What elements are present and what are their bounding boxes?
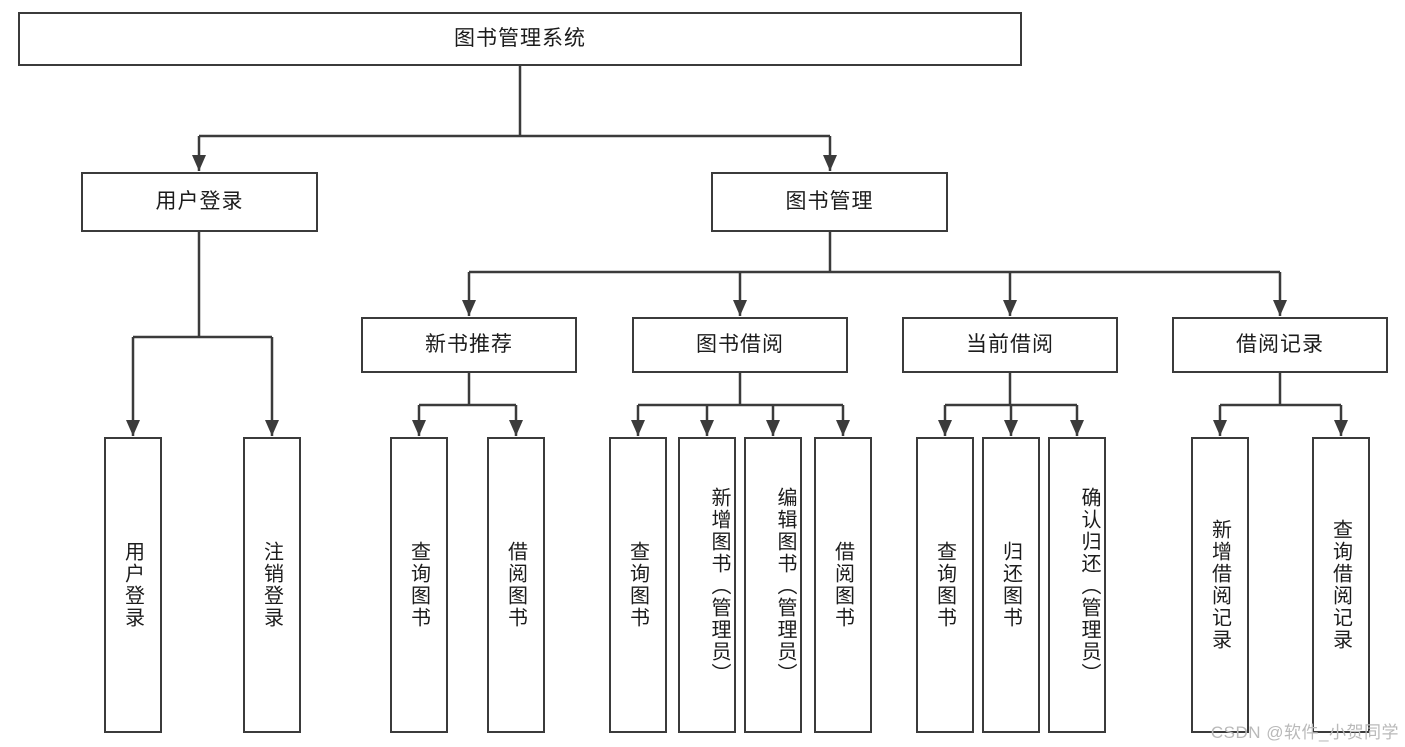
- leaf-user-login-label: 用户登录: [121, 541, 144, 629]
- leaf-logout-label: 注销登录: [260, 541, 283, 629]
- node-current-borrowing-label: 当前借阅: [966, 333, 1054, 357]
- node-new-book-recommend[interactable]: 新书推荐: [361, 317, 577, 373]
- leaf-edit-book-admin-label: 编辑图书（管理员）: [774, 487, 796, 685]
- leaf-query-borrow-record[interactable]: 查询借阅记录: [1312, 437, 1370, 733]
- leaf-user-login[interactable]: 用户登录: [104, 437, 162, 733]
- node-new-book-recommend-label: 新书推荐: [425, 333, 513, 357]
- leaf-query-book-2[interactable]: 查询图书: [609, 437, 667, 733]
- leaf-add-book-admin-label: 新增图书（管理员）: [708, 487, 730, 685]
- node-root-label: 图书管理系统: [454, 27, 586, 51]
- leaf-query-book-3[interactable]: 查询图书: [916, 437, 974, 733]
- leaf-query-book-1[interactable]: 查询图书: [390, 437, 448, 733]
- leaf-confirm-return-admin-label: 确认归还（管理员）: [1078, 487, 1100, 685]
- node-user-login[interactable]: 用户登录: [81, 172, 318, 232]
- node-book-management[interactable]: 图书管理: [711, 172, 948, 232]
- leaf-borrow-book-1[interactable]: 借阅图书: [487, 437, 545, 733]
- leaf-query-book-2-label: 查询图书: [626, 541, 649, 629]
- leaf-add-borrow-record[interactable]: 新增借阅记录: [1191, 437, 1249, 733]
- node-current-borrowing[interactable]: 当前借阅: [902, 317, 1118, 373]
- leaf-add-book-admin[interactable]: 新增图书（管理员）: [678, 437, 736, 733]
- leaf-return-book-label: 归还图书: [999, 541, 1022, 629]
- leaf-return-book[interactable]: 归还图书: [982, 437, 1040, 733]
- leaf-borrow-book-2[interactable]: 借阅图书: [814, 437, 872, 733]
- node-root[interactable]: 图书管理系统: [18, 12, 1022, 66]
- leaf-query-book-1-label: 查询图书: [407, 541, 430, 629]
- node-user-login-label: 用户登录: [155, 190, 244, 214]
- node-book-management-label: 图书管理: [785, 190, 874, 214]
- leaf-borrow-book-1-label: 借阅图书: [504, 541, 527, 629]
- leaf-add-borrow-record-label: 新增借阅记录: [1208, 519, 1231, 651]
- leaf-query-book-3-label: 查询图书: [933, 541, 956, 629]
- node-book-borrowing[interactable]: 图书借阅: [632, 317, 848, 373]
- node-borrow-records-label: 借阅记录: [1236, 333, 1324, 357]
- leaf-logout[interactable]: 注销登录: [243, 437, 301, 733]
- leaf-query-borrow-record-label: 查询借阅记录: [1329, 519, 1352, 651]
- leaf-borrow-book-2-label: 借阅图书: [831, 541, 854, 629]
- node-borrow-records[interactable]: 借阅记录: [1172, 317, 1388, 373]
- node-book-borrowing-label: 图书借阅: [696, 333, 784, 357]
- leaf-edit-book-admin[interactable]: 编辑图书（管理员）: [744, 437, 802, 733]
- leaf-confirm-return-admin[interactable]: 确认归还（管理员）: [1048, 437, 1106, 733]
